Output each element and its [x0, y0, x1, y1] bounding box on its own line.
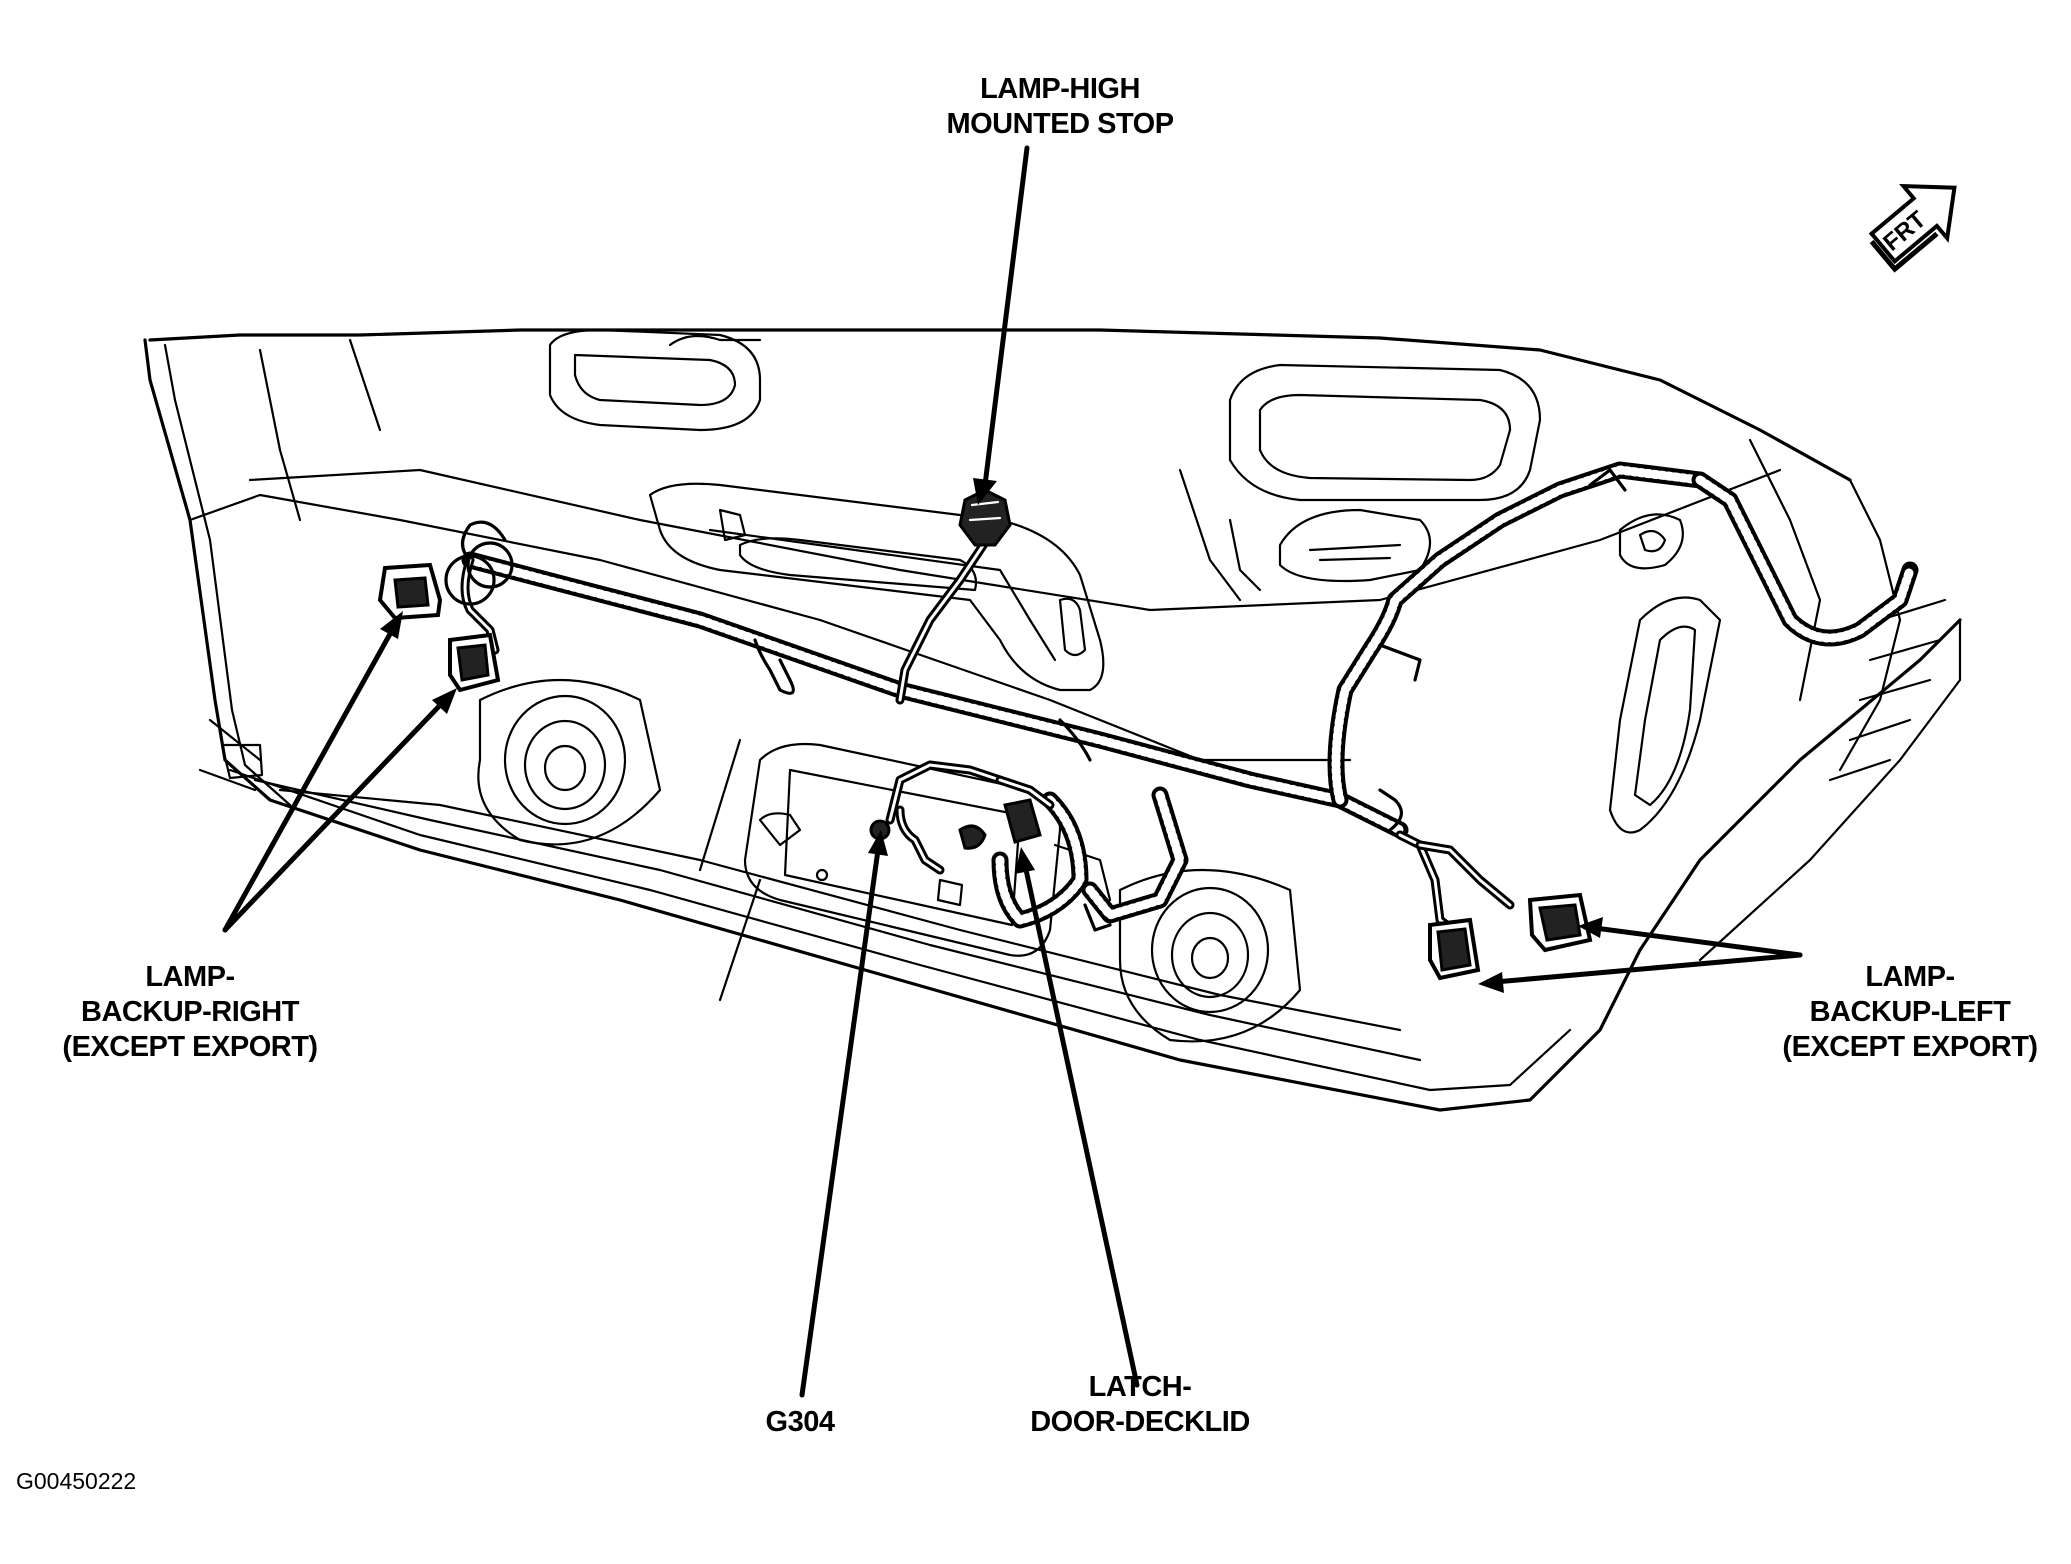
figure-id: G00450222	[16, 1468, 137, 1494]
leader-lines	[222, 145, 1803, 1398]
harness-clips	[460, 468, 1627, 932]
decklid-body	[143, 328, 1962, 1112]
latch-connector	[1003, 798, 1042, 844]
label-lamp-backup-left: LAMP- BACKUP-LEFT (EXCEPT EXPORT)	[1782, 961, 2038, 1063]
label-latch-door-decklid: LATCH- DOOR-DECKLID	[1030, 1371, 1250, 1438]
main-harness	[461, 461, 1919, 929]
high-stop-connector	[958, 488, 1012, 547]
latch-area	[698, 738, 1112, 1002]
connectors	[377, 488, 1593, 981]
front-direction-arrow: FRT	[1868, 183, 1957, 273]
upper-recesses	[548, 328, 1722, 834]
label-lamp-backup-right: LAMP- BACKUP-RIGHT (EXCEPT EXPORT)	[62, 961, 318, 1063]
center-recess	[648, 482, 1105, 692]
label-ground-g304: G304	[765, 1406, 835, 1438]
round-bosses	[477, 678, 1302, 1043]
label-lamp-high-mounted-stop: LAMP-HIGH MOUNTED STOP	[946, 73, 1174, 140]
branch-wires	[460, 515, 1515, 940]
